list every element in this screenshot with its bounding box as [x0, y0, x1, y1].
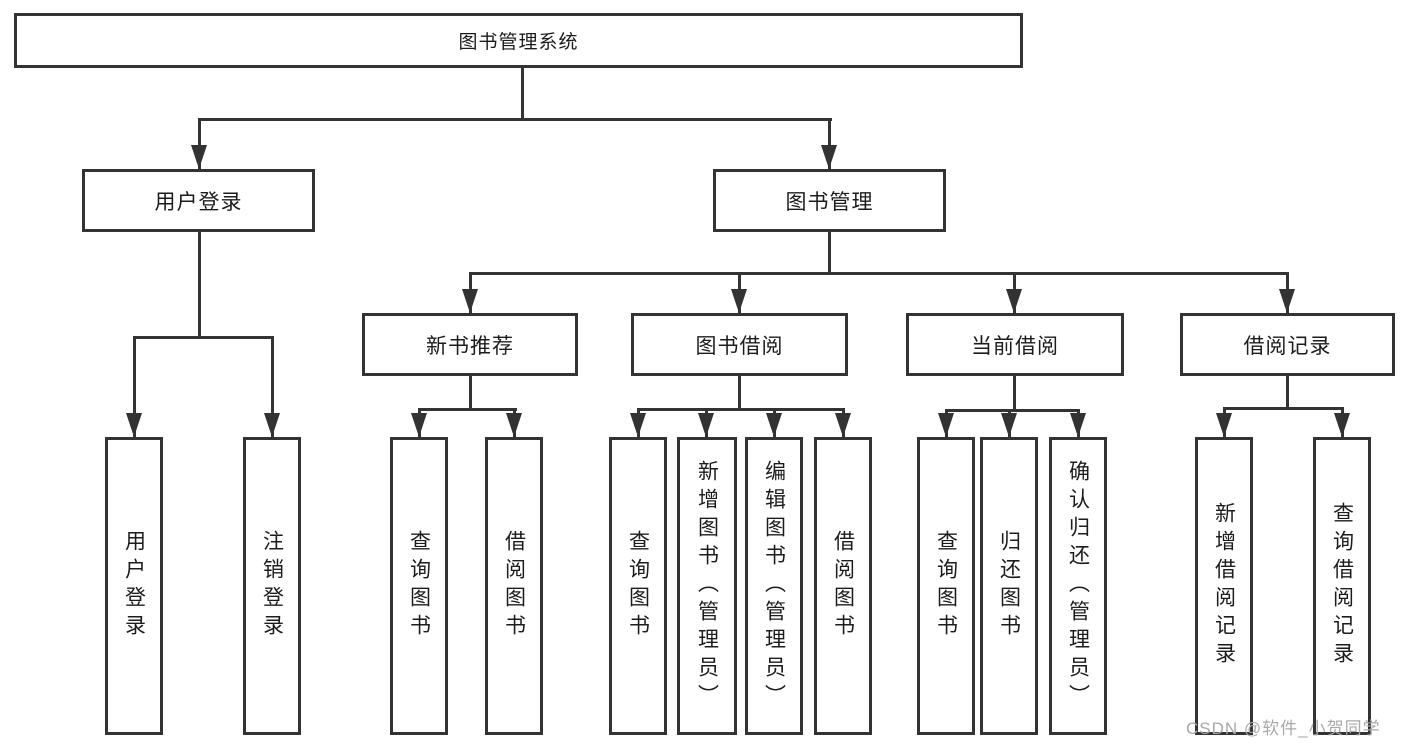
node-leaf-bb-add-book: 新增图书（管理员）	[677, 437, 737, 735]
line	[198, 118, 832, 121]
arrow-down-icon	[1070, 413, 1086, 437]
arrow-down-icon	[126, 413, 142, 437]
node-label: 新书推荐	[426, 334, 514, 358]
line	[945, 409, 1080, 412]
arrow-down-icon	[191, 145, 207, 169]
node-leaf-cb-confirm-return: 确认归还（管理员）	[1049, 437, 1107, 735]
node-leaf-cb-query-book: 查询图书	[917, 437, 975, 735]
line	[133, 336, 136, 437]
arrow-down-icon	[411, 413, 427, 437]
arrow-down-icon	[1279, 289, 1295, 313]
arrow-down-icon	[462, 289, 478, 313]
node-label: 借阅记录	[1243, 334, 1332, 358]
node-label: 用户登录	[154, 190, 243, 214]
node-leaf-cb-return-book: 归还图书	[980, 437, 1038, 735]
line	[521, 68, 524, 121]
line	[637, 408, 845, 411]
arrow-down-icon	[1006, 289, 1022, 313]
node-label: 新增借阅记录	[1212, 502, 1236, 670]
line	[738, 376, 741, 411]
arrow-down-icon	[731, 289, 747, 313]
arrow-down-icon	[821, 145, 837, 169]
node-book-borrow: 图书借阅	[631, 313, 848, 376]
node-label: 用户登录	[122, 530, 146, 642]
node-leaf-br-query-record: 查询借阅记录	[1313, 437, 1371, 735]
node-label: 确认归还（管理员）	[1066, 460, 1090, 712]
node-root-library-system: 图书管理系统	[14, 13, 1023, 68]
line	[133, 336, 274, 339]
arrow-down-icon	[698, 413, 714, 437]
node-label: 注销登录	[260, 530, 284, 642]
node-label: 查询图书	[626, 530, 650, 642]
node-leaf-bb-query-book: 查询图书	[609, 437, 667, 735]
line	[418, 408, 517, 411]
line	[828, 232, 831, 275]
node-label: 查询图书	[407, 530, 431, 642]
line	[1223, 407, 1344, 410]
node-label: 归还图书	[997, 530, 1021, 642]
node-leaf-bb-edit-book: 编辑图书（管理员）	[745, 437, 803, 735]
node-leaf-logout: 注销登录	[243, 437, 301, 735]
line	[1013, 376, 1016, 412]
line	[198, 232, 201, 339]
node-user-login: 用户登录	[82, 169, 315, 232]
node-leaf-bb-borrow-book: 借阅图书	[814, 437, 872, 735]
node-label: 编辑图书（管理员）	[762, 460, 786, 712]
line	[271, 336, 274, 437]
arrow-down-icon	[630, 413, 646, 437]
node-borrow-records: 借阅记录	[1180, 313, 1395, 376]
line	[198, 118, 201, 169]
node-leaf-user-login: 用户登录	[105, 437, 163, 735]
arrow-down-icon	[1001, 413, 1017, 437]
node-label: 借阅图书	[502, 530, 526, 642]
node-label: 查询图书	[934, 530, 958, 642]
line	[1286, 376, 1289, 410]
node-label: 借阅图书	[831, 530, 855, 642]
node-current-borrow: 当前借阅	[906, 313, 1124, 376]
csdn-watermark: CSDN @软件_小贺同学	[1186, 719, 1381, 738]
arrow-down-icon	[938, 413, 954, 437]
node-label: 当前借阅	[971, 334, 1059, 358]
line	[828, 118, 831, 169]
arrow-down-icon	[264, 413, 280, 437]
arrow-down-icon	[835, 413, 851, 437]
node-label: 查询借阅记录	[1330, 502, 1354, 670]
node-leaf-nbr-query-book: 查询图书	[390, 437, 448, 735]
node-leaf-br-add-record: 新增借阅记录	[1195, 437, 1253, 735]
line	[469, 272, 1289, 275]
line	[469, 376, 472, 411]
node-label: 图书管理系统	[458, 32, 579, 53]
arrow-down-icon	[766, 413, 782, 437]
node-new-book-recommend: 新书推荐	[362, 313, 578, 376]
node-leaf-nbr-borrow-book: 借阅图书	[485, 437, 543, 735]
node-label: 新增图书（管理员）	[695, 460, 719, 712]
node-label: 图书借阅	[695, 334, 784, 358]
arrow-down-icon	[506, 413, 522, 437]
arrow-down-icon	[1334, 413, 1350, 437]
node-book-management: 图书管理	[713, 169, 946, 232]
arrow-down-icon	[1216, 413, 1232, 437]
node-label: 图书管理	[785, 190, 874, 214]
